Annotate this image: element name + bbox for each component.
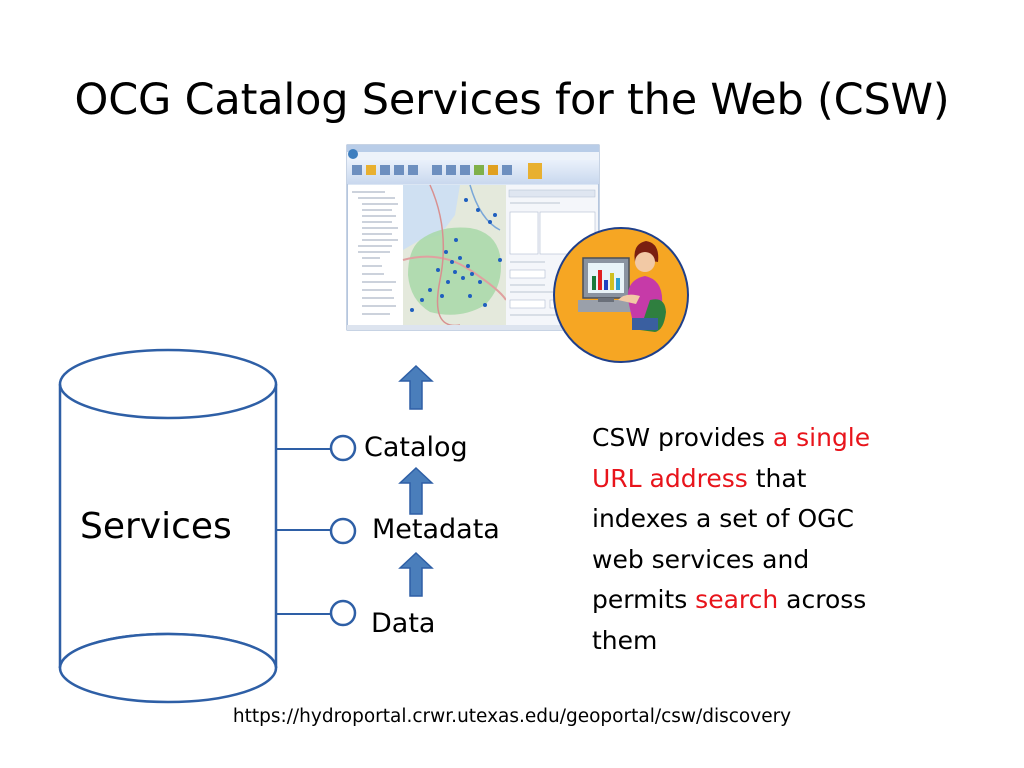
data-node	[329, 599, 357, 627]
desc-text: CSW provides	[592, 423, 773, 452]
up-arrow-icon	[398, 364, 434, 410]
computer-user-icon	[553, 227, 689, 363]
up-arrow-icon	[398, 466, 434, 515]
services-cylinder	[58, 348, 278, 704]
arcgis-screenshot	[346, 144, 600, 331]
desc-highlight-url: a single URL address	[592, 423, 871, 493]
catalog-label: Catalog	[364, 432, 468, 463]
csw-description: CSW provides a single URL address that i…	[592, 418, 907, 661]
connector-lines	[276, 448, 331, 615]
slide-title: OCG Catalog Services for the Web (CSW)	[74, 75, 950, 125]
footer-url: https://hydroportal.crwr.utexas.edu/geop…	[232, 706, 792, 727]
desc-text: across them	[592, 585, 867, 655]
connector-nodes	[329, 434, 357, 627]
services-label: Services	[80, 506, 232, 547]
metadata-node	[329, 517, 357, 545]
desc-text: that indexes a set of OGC web services a…	[592, 463, 854, 615]
desc-highlight-search: search	[695, 585, 779, 614]
metadata-label: Metadata	[372, 514, 500, 545]
up-arrow-icon	[398, 551, 434, 597]
data-label: Data	[371, 608, 436, 639]
catalog-node	[329, 434, 357, 462]
